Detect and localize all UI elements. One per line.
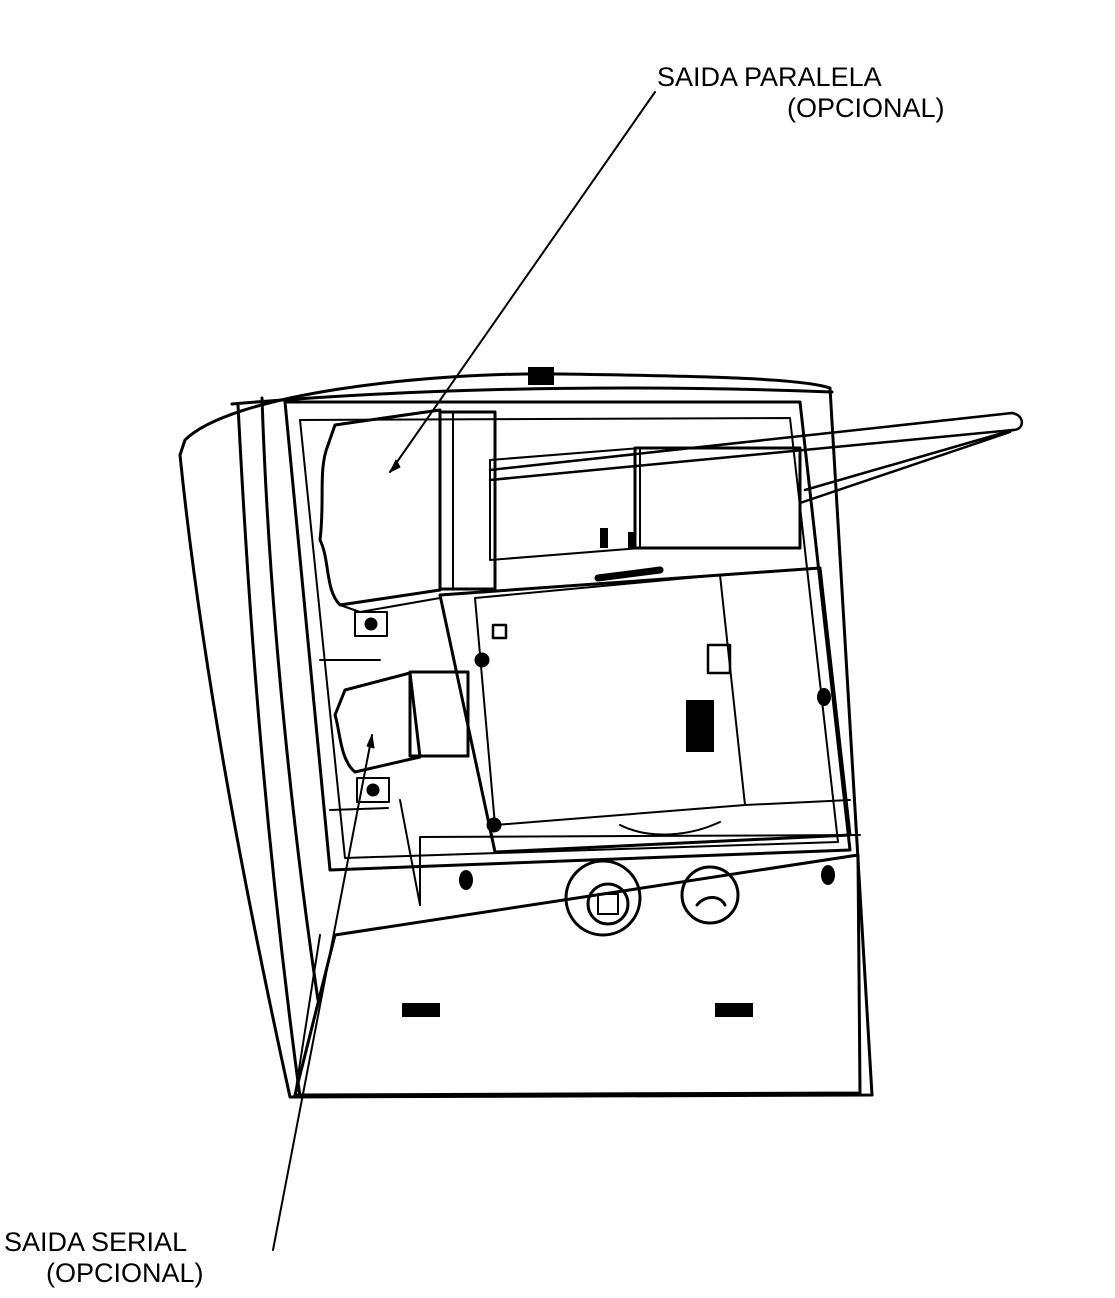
serial-output-label: SAIDA SERIAL (OPCIONAL)	[4, 1227, 204, 1289]
parallel-output-label: SAIDA PARALELA (OPCIONAL)	[657, 62, 945, 124]
arrow-serial	[366, 734, 375, 749]
base-box	[293, 799, 862, 1097]
front-controls	[459, 859, 835, 937]
serial-connector	[319, 611, 470, 811]
leader-serial	[272, 734, 373, 1251]
upper-mechanism-block	[633, 446, 802, 550]
parallel-connector	[318, 408, 497, 613]
paper-holder-rods	[488, 411, 1024, 505]
arrow-parallel	[389, 459, 401, 473]
back-panel-inner	[299, 417, 839, 859]
parallel-output-label-line2: (OPCIONAL)	[787, 93, 945, 123]
parallel-output-label-line1: SAIDA PARALELA	[657, 62, 882, 92]
serial-output-label-line1: SAIDA SERIAL	[4, 1227, 188, 1257]
leader-parallel	[389, 91, 656, 473]
housing-left-edge	[236, 403, 302, 1099]
top-slot	[528, 367, 554, 385]
serial-output-label-line2: (OPCIONAL)	[46, 1258, 204, 1288]
back-panel-frame	[283, 400, 852, 872]
housing-top-rim	[230, 386, 834, 406]
housing-inner-rim	[260, 396, 320, 1002]
housing-shell	[178, 372, 874, 1099]
central-module	[438, 566, 852, 854]
